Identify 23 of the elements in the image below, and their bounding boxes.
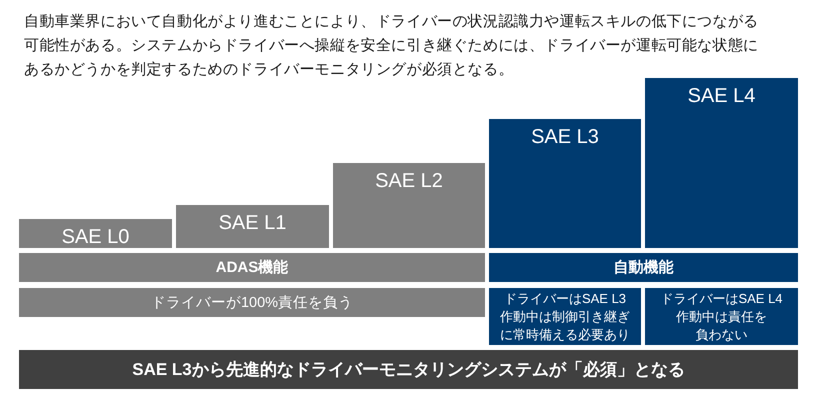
level-label: SAE L1 [218, 211, 286, 235]
responsibility-panel [489, 288, 641, 345]
level-step [176, 205, 329, 248]
level-step [333, 163, 485, 248]
level-step [645, 78, 798, 248]
band-label: 自動機能 [614, 258, 674, 278]
level-step [19, 219, 172, 248]
banner-text: SAE L3から先進的なドライバーモニタリングシステムが「必須」となる [132, 358, 685, 380]
level-label: SAE L2 [375, 169, 443, 193]
level-step [489, 119, 641, 248]
responsibility-bar [19, 288, 485, 317]
intro-paragraph: 自動車業界において自動化がより進むことにより、ドライバーの状況認識力や運転スキルの低下につながる可能性がある。システムからドライバーへ操縦を安全に引き継ぐためには、ドライバーが運転可能な状態にあるかどうかを判定するためのドライバーモニタリングが必須となる。 [24, 12, 760, 80]
responsibility-text: ドライバーが100%責任を負う [150, 294, 354, 312]
level-label: SAE L3 [531, 125, 599, 149]
responsibility-text: ドライバーはSAE L4作動中は責任を負わない [660, 290, 783, 344]
category-band [19, 253, 485, 282]
category-band [489, 253, 798, 282]
responsibility-panel [645, 288, 798, 345]
band-label: ADAS機能 [216, 258, 288, 278]
responsibility-text: ドライバーはSAE L3作動中は制御引き継ぎに常時備える必要あり [500, 290, 630, 344]
level-label: SAE L4 [688, 84, 756, 108]
conclusion-banner [19, 350, 798, 389]
level-label: SAE L0 [62, 225, 130, 249]
